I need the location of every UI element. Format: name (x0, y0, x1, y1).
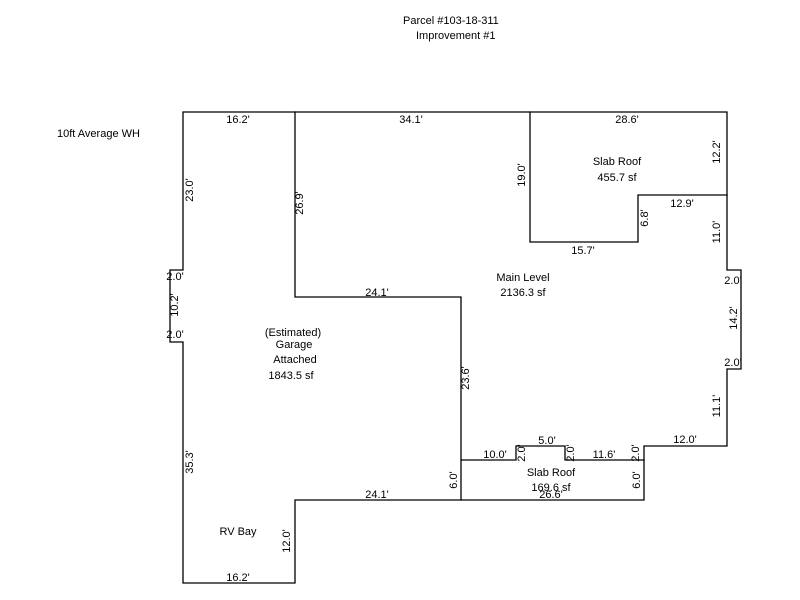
improvement-number: Improvement #1 (416, 30, 496, 42)
dim-slab-step-top: 12.9' (670, 198, 694, 210)
dim-top-mid: 34.1' (399, 114, 423, 126)
garage-label: Garage (276, 339, 313, 351)
dim-garage-wall-top: 24.1' (365, 287, 389, 299)
dim-slab2-bottom: 26.6' (539, 489, 563, 501)
garage-area: 1843.5 sf (268, 370, 314, 382)
dim-left-upper: 23.0' (184, 178, 196, 202)
slab-roof-bottom-outline (460, 445, 645, 461)
slab-roof-top-label: Slab Roof (593, 156, 642, 168)
slab-roof-bottom-label: Slab Roof (527, 467, 576, 479)
garage-attached-label: Attached (273, 354, 316, 366)
dim-rv-right: 12.0' (281, 529, 293, 553)
dim-garage-wall-mid: 23.6' (460, 366, 472, 390)
slab-roof-top-outline (529, 111, 728, 243)
wall-height-note: 10ft Average WH (57, 128, 140, 140)
dim-seg-100: 10.0' (483, 449, 507, 461)
dim-slab-bottom: 15.7' (571, 245, 595, 257)
garage-estimated-label: (Estimated) (265, 327, 321, 339)
dim-right-notch-side: 14.2' (728, 306, 740, 330)
dim-seg-116: 11.6' (593, 449, 616, 461)
slab-roof-bottom-area: 169.6 sf (531, 482, 571, 494)
main-level-label: Main Level (496, 272, 549, 284)
dim-garage-wall-upper: 26.9' (294, 191, 306, 215)
dim-right-top: 12.2' (711, 140, 723, 164)
dim-right-notch-bottom: 2.0' (724, 357, 741, 369)
dim-slab2-right: 6.0' (631, 471, 643, 488)
dim-slab-left: 19.0' (516, 163, 528, 187)
dim-slab-step: 6.8' (639, 209, 651, 226)
garage-main-wall (294, 111, 462, 501)
dim-left-lower: 35.3' (184, 450, 196, 474)
dim-right-notch-top: 2.0' (724, 275, 741, 287)
parcel-number: Parcel #103-18-311 (403, 15, 499, 27)
dim-bottom-left: 16.2' (226, 572, 250, 584)
main-level-area: 2136.3 sf (500, 287, 546, 299)
rv-bay-label: RV Bay (219, 526, 257, 538)
dim-right-lower: 11.1' (711, 395, 723, 418)
slab-roof-top-area: 455.7 sf (597, 172, 637, 184)
dim-top-left: 16.2' (226, 114, 250, 126)
dim-bump-right: 2.0' (565, 444, 577, 461)
dim-bump-left: 2.0' (516, 444, 528, 461)
dim-notch-bottom: 2.0' (166, 329, 183, 341)
dim-right-mid: 11.0' (711, 221, 723, 244)
dim-notch-side: 10.2' (169, 293, 181, 317)
dim-bump-top: 5.0' (538, 435, 555, 447)
dim-top-right: 28.6' (615, 114, 639, 126)
dim-step-right: 2.0' (630, 444, 642, 461)
dim-garage-bottom: 24.1' (365, 489, 389, 501)
dim-notch-top: 2.0' (166, 271, 183, 283)
dim-garage-right-lower: 6.0' (448, 471, 460, 488)
dim-bottom-right: 12.0' (673, 434, 697, 446)
building-outline (169, 111, 742, 584)
